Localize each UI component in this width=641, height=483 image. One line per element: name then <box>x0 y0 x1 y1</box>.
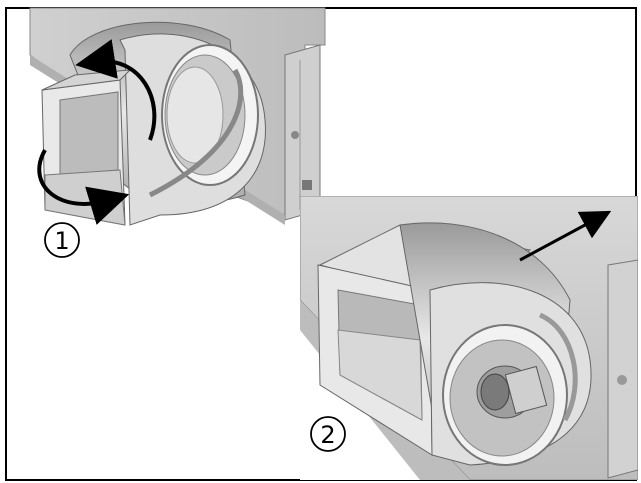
step-1-marker: 1 <box>44 222 80 258</box>
step-2-number: 2 <box>320 421 335 449</box>
pull-out-arrow-icon <box>519 210 612 262</box>
rotate-arrow-icon <box>75 39 157 141</box>
step-1-number: 1 <box>54 227 69 255</box>
step-1-illustration <box>29 7 326 226</box>
step-2-marker: 2 <box>310 416 346 452</box>
rotate-arrow-icon <box>37 149 130 225</box>
step-2-illustration <box>300 196 638 480</box>
